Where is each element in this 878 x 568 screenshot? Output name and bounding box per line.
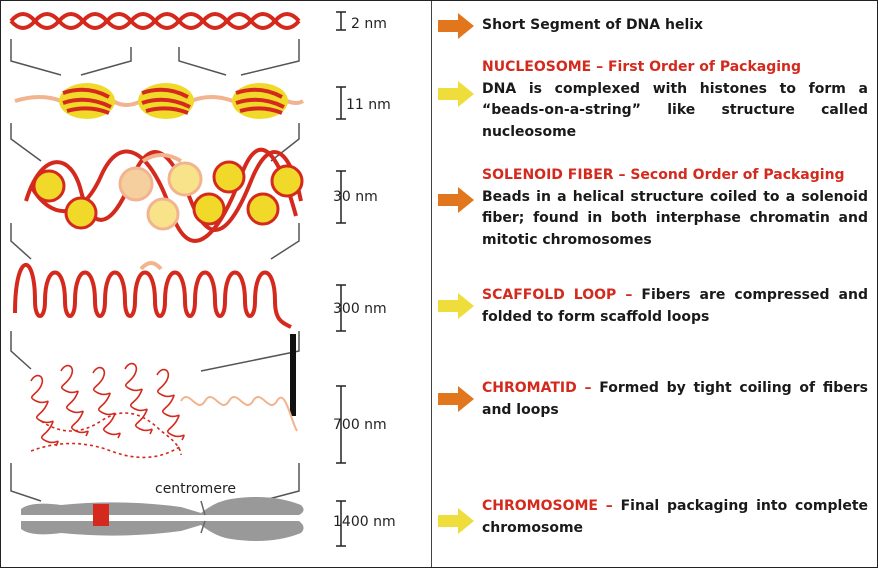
centromere-marker bbox=[93, 504, 109, 526]
chromosome bbox=[21, 497, 304, 541]
level-4-heading: SCAFFOLD LOOP – bbox=[482, 287, 632, 303]
level-2-body: DNA is complexed with histones to form a… bbox=[482, 79, 868, 144]
level-6-heading: CHROMOSOME – bbox=[482, 498, 613, 514]
orange-arrow-icon bbox=[438, 187, 474, 213]
scale-label-1: 2 nm bbox=[351, 16, 387, 32]
scaffold-linker bbox=[141, 263, 161, 269]
description-panel: Short Segment of DNA helix NUCLEOSOME – … bbox=[432, 1, 877, 567]
level-3-heading: SOLENOID FIBER – Second Order of Packagi… bbox=[482, 165, 868, 187]
nucleosome-beads bbox=[15, 83, 303, 119]
illustration-panel: 2 nm 11 nm 30 nm 300 nm 700 nm 1400 nm c… bbox=[1, 1, 432, 567]
nucleosome-2 bbox=[138, 83, 194, 119]
scale-label-4: 300 nm bbox=[333, 301, 387, 317]
level-2-heading: NUCLEOSOME – First Order of Packaging bbox=[482, 57, 868, 79]
level-1-body: Short Segment of DNA helix bbox=[482, 17, 703, 33]
orange-arrow-icon bbox=[438, 386, 474, 412]
chromosome-arm-lower bbox=[21, 521, 304, 541]
chromatid-extension bbox=[181, 397, 297, 431]
nucleosome-3 bbox=[232, 83, 288, 119]
scale-bar bbox=[290, 334, 296, 416]
chromosome-arm-upper bbox=[21, 497, 304, 515]
orange-arrow-icon bbox=[438, 13, 474, 39]
solenoid-fiber bbox=[26, 150, 302, 241]
dna-helix bbox=[11, 14, 299, 28]
chromatid-coils bbox=[31, 364, 184, 458]
scale-label-6: 1400 nm bbox=[333, 514, 396, 530]
scale-brackets bbox=[336, 12, 346, 546]
scale-label-2: 11 nm bbox=[346, 97, 391, 113]
yellow-arrow-icon bbox=[438, 293, 474, 319]
centromere-label: centromere bbox=[155, 481, 236, 497]
scale-label-3: 30 nm bbox=[333, 189, 378, 205]
level-3-body: Beads in a helical structure coiled to a… bbox=[482, 187, 868, 252]
scale-label-5: 700 nm bbox=[333, 417, 387, 433]
centromere-pointer bbox=[201, 501, 205, 533]
yellow-arrow-icon bbox=[438, 81, 474, 107]
level-5-heading: CHROMATID – bbox=[482, 380, 591, 396]
scaffold-loop bbox=[15, 265, 291, 327]
nucleosome-1 bbox=[59, 83, 115, 119]
yellow-arrow-icon bbox=[438, 508, 474, 534]
